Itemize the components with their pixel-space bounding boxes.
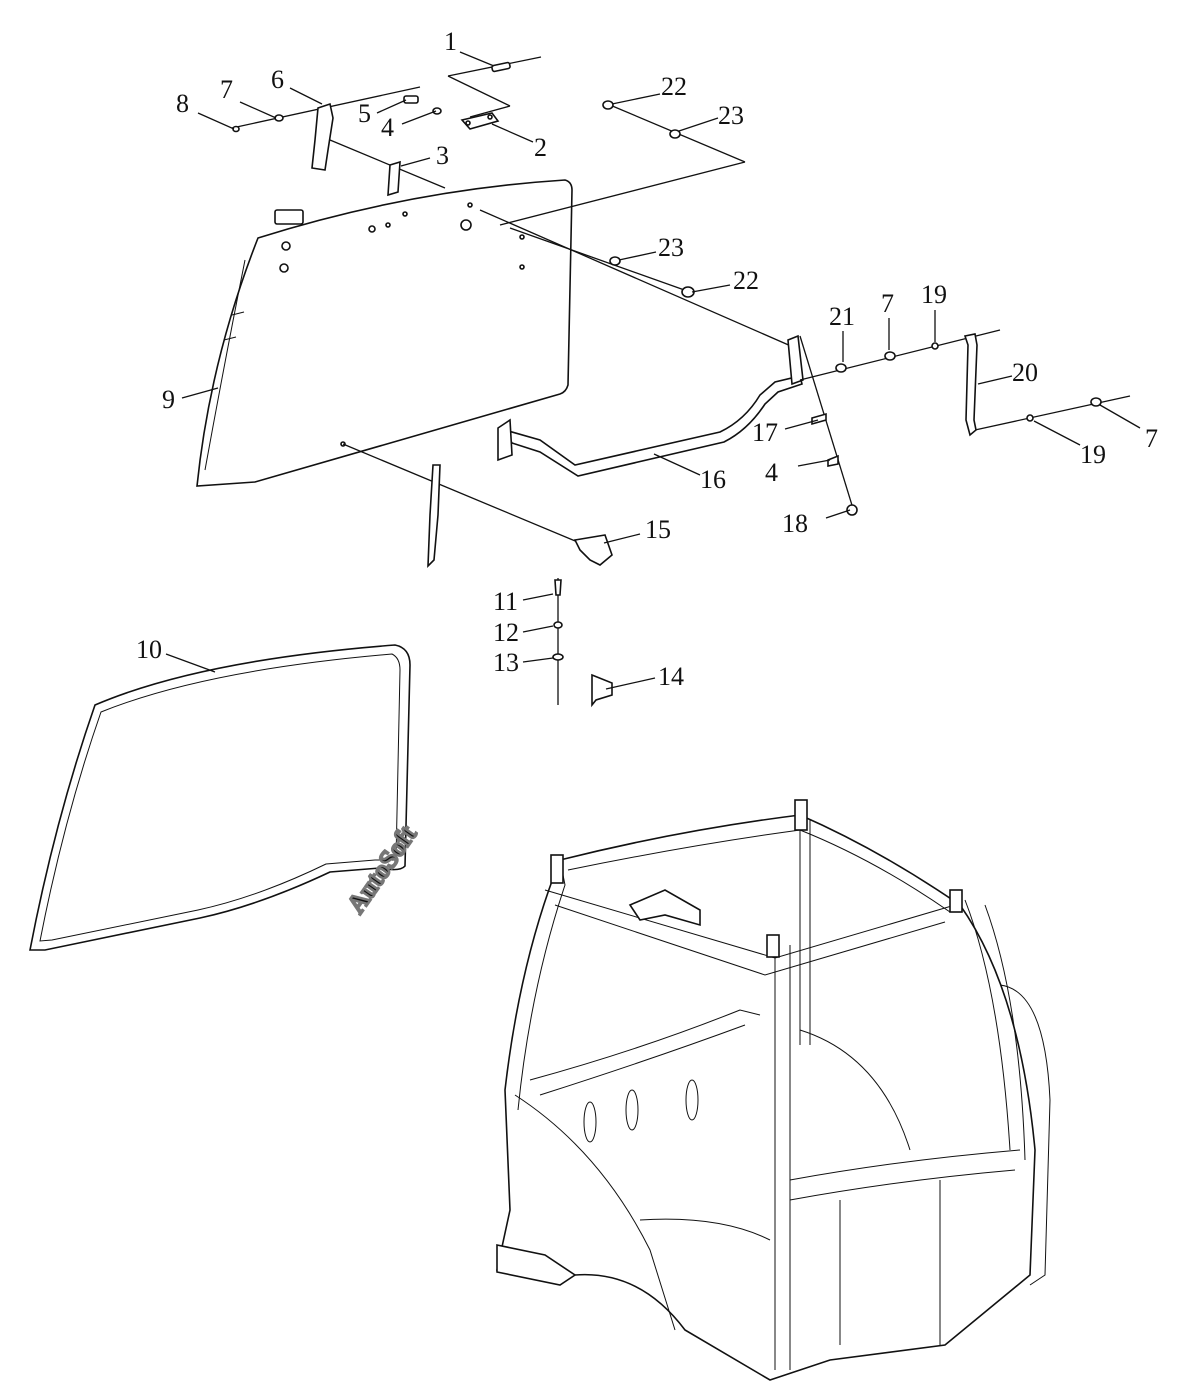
callout-23-mid: 23 [658,233,684,262]
callout-4-top: 4 [381,113,394,142]
callout-7-top: 7 [220,75,233,104]
callout-7-right: 7 [1145,424,1158,453]
callout-22-top: 22 [661,72,687,101]
callout-22-mid: 22 [733,266,759,295]
callout-7-mid: 7 [881,289,894,318]
windshield-seal [29,644,411,951]
callout-21: 21 [829,302,855,331]
callout-12: 12 [493,618,519,647]
small-fasteners [552,578,613,708]
callout-10: 10 [136,635,162,664]
top-hinge-parts [231,56,801,351]
callout-9: 9 [162,385,175,414]
callout-labels: 1 2 3 4 5 6 7 8 9 10 11 12 13 14 15 16 1… [136,27,1158,691]
callout-13: 13 [493,648,519,677]
callout-5: 5 [358,99,371,128]
wiper-rod-assembly [342,329,1131,569]
callout-3: 3 [436,141,449,170]
callout-19-top: 19 [921,280,947,309]
callout-8: 8 [176,89,189,118]
callout-20: 20 [1012,358,1038,387]
windshield-glass [196,179,573,487]
callout-11: 11 [493,587,518,616]
callout-1: 1 [444,27,457,56]
callout-6: 6 [271,65,284,94]
callout-15: 15 [645,515,671,544]
callout-16: 16 [700,465,726,494]
callout-2: 2 [534,133,547,162]
cab-frame [496,799,1051,1381]
callout-17: 17 [752,418,778,447]
callout-4-right: 4 [765,458,778,487]
leader-lines [165,51,1141,690]
callout-18: 18 [782,509,808,538]
callout-14: 14 [658,662,684,691]
callout-19-right: 19 [1080,440,1106,469]
callout-23-top: 23 [718,101,744,130]
